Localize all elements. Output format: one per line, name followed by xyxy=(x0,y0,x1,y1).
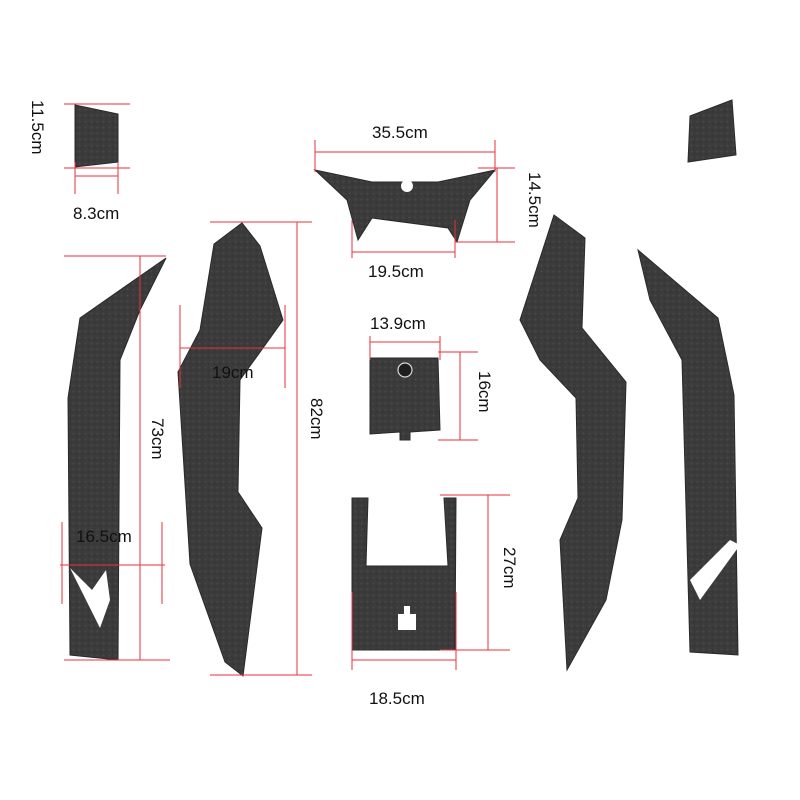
side-strip-width-label: 19cm xyxy=(212,363,254,382)
center-pad-width-label: 13.9cm xyxy=(370,314,426,333)
floor-panel xyxy=(351,497,457,651)
left-side-strip xyxy=(177,222,284,677)
small-pad-height-label: 11.5cm xyxy=(28,100,47,155)
top-panel-width-label: 35.5cm xyxy=(372,123,428,142)
center-pad-height-label: 16cm xyxy=(475,371,494,413)
side-panel-height-label: 73cm xyxy=(148,418,167,460)
right-side-strip xyxy=(519,214,627,672)
top-panel-hole xyxy=(401,180,413,192)
small-pad-width-label: 8.3cm xyxy=(73,204,120,223)
left-panel-decal xyxy=(70,568,110,628)
small-right-pad xyxy=(687,99,737,163)
logo-emblem-icon xyxy=(397,362,413,378)
side-strip-height-label: 82cm xyxy=(307,398,326,440)
right-side-panel xyxy=(637,248,739,656)
top-panel-height-label: 14.5cm xyxy=(525,172,544,228)
dimension-lines xyxy=(60,103,515,676)
top-panel-opening-label: 19.5cm xyxy=(368,262,424,281)
center-pad xyxy=(369,357,441,441)
small-left-pad xyxy=(74,104,119,168)
left-side-panel xyxy=(67,257,167,661)
floor-panel-height-label: 27cm xyxy=(500,547,519,589)
floor-panel-width-label: 18.5cm xyxy=(369,689,425,708)
right-panel-decal xyxy=(690,540,740,600)
side-panel-width-label: 16.5cm xyxy=(76,527,132,546)
floor-panel-cutout xyxy=(398,606,416,630)
